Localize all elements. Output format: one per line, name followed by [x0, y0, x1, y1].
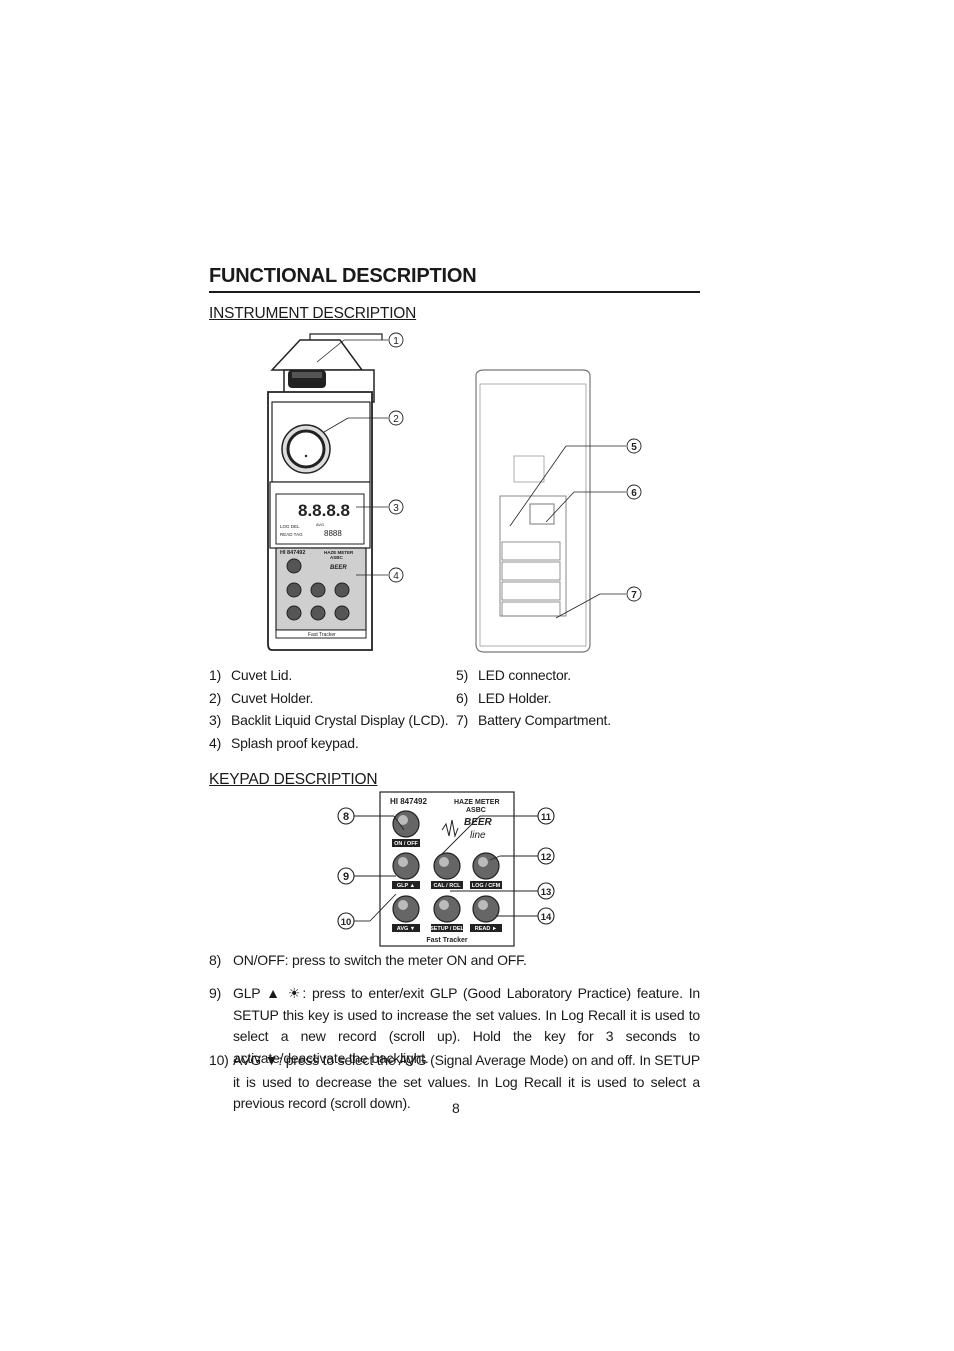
instrument-front-illustration: 8.8.8.8 8888 LOG DEL READ TAG AVG HI 847…	[267, 332, 404, 651]
lcd-small-digits: 8888	[324, 529, 342, 538]
svg-text:HI 847492: HI 847492	[280, 550, 305, 556]
callout-2: 2	[393, 414, 399, 425]
title-rule	[209, 291, 700, 293]
keypad-illustration: HI 847492 HAZE METER ASBC BEER line ON /…	[337, 791, 555, 947]
key-label-cal-rcl: CAL / RCL	[433, 883, 461, 889]
svg-text:AVG: AVG	[316, 522, 324, 527]
callout-7: 7	[631, 590, 637, 601]
svg-text:ASBC: ASBC	[330, 555, 344, 560]
svg-text:ASBC: ASBC	[466, 807, 486, 814]
brand-logo: BEER	[464, 817, 493, 828]
callout-12: 12	[541, 852, 552, 863]
key-label-read: READ ►	[475, 926, 498, 932]
instrument-back-illustration: 5 6 7	[475, 369, 642, 653]
svg-text:LOG DEL: LOG DEL	[280, 524, 300, 529]
keypad-model: HI 847492	[390, 797, 427, 806]
svg-text:line: line	[470, 830, 486, 841]
callout-9: 9	[343, 871, 349, 883]
page-number: 8	[452, 1100, 460, 1116]
svg-text:HAZE METER: HAZE METER	[324, 550, 354, 555]
svg-text:Fast Tracker: Fast Tracker	[308, 632, 336, 638]
description-glp: 9)GLP ▲ ☀: press to enter/exit GLP (Good…	[209, 985, 700, 1066]
key-label-setup-del: SETUP / DEL	[430, 926, 464, 932]
key-label-glp: GLP ▲	[397, 883, 415, 889]
callout-10: 10	[341, 917, 352, 928]
callout-11: 11	[541, 812, 552, 823]
key-label-log-cfm: LOG / CFM	[472, 883, 501, 889]
description-avg: 10)AVG ▼: press to select the AVG (Signa…	[209, 1052, 700, 1111]
key-buttons	[392, 810, 500, 923]
description-on-off: 8)ON/OFF: press to switch the meter ON a…	[209, 952, 527, 968]
svg-text:READ TAG: READ TAG	[280, 532, 303, 537]
key-label-on-off: ON / OFF	[394, 841, 418, 847]
svg-text:HAZE METER: HAZE METER	[454, 799, 500, 806]
keypad-description-heading: KEYPAD DESCRIPTION	[209, 771, 378, 788]
callout-5: 5	[631, 442, 637, 453]
callout-13: 13	[541, 887, 552, 898]
lcd-digits: 8.8.8.8	[298, 501, 350, 520]
page-title: FUNCTIONAL DESCRIPTION	[209, 265, 477, 287]
callout-3: 3	[393, 503, 399, 514]
callout-1: 1	[393, 336, 399, 347]
svg-text:Fast Tracker: Fast Tracker	[426, 937, 468, 944]
callout-14: 14	[541, 912, 552, 923]
key-label-avg: AVG ▼	[397, 926, 415, 932]
callout-4: 4	[393, 571, 399, 582]
callout-8: 8	[343, 811, 349, 823]
instrument-description-heading: INSTRUMENT DESCRIPTION	[209, 305, 417, 322]
callout-6: 6	[631, 488, 637, 499]
svg-text:BEER: BEER	[330, 565, 347, 571]
